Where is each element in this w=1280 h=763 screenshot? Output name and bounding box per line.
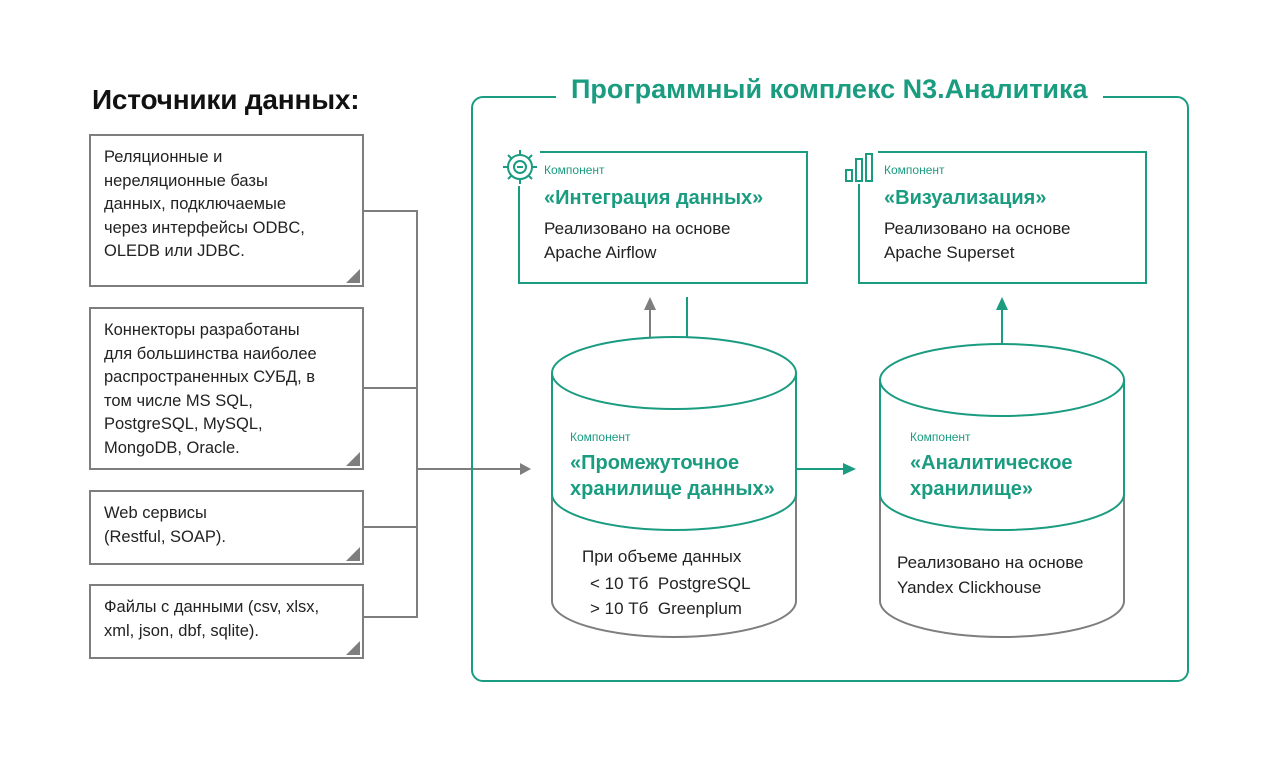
component-text: Реализовано на основе [884,219,1071,238]
component-text: Yandex Clickhouse [897,578,1042,597]
component-text: > 10 Тб Greenplum [590,599,742,618]
source-text-line: том числе MS SQL, [104,391,253,410]
component-label: Компонент [910,430,971,444]
staging-cylinder [551,336,797,638]
bar-chart-icon [842,150,878,184]
source-text-line: Коннекторы разработаны [104,321,300,339]
source-text-line: MongoDB, Oracle. [104,438,240,457]
arrowhead [520,463,531,475]
gear-icon [500,148,540,186]
complex-title: Программный комплекс N3.Аналитика [556,74,1103,105]
component-label: Компонент [544,163,605,177]
source-text-line: распространенных СУБД, в [104,368,316,387]
source-text-line: (Restful, SOAP). [104,527,226,546]
source-box-web-services: Web сервисы (Restful, SOAP). [89,490,364,565]
component-text: Apache Superset [884,243,1015,262]
source-text-line: Реляционные и [104,148,223,166]
component-title: «Визуализация» [884,187,1047,209]
corner-fold [346,547,360,561]
component-label: Компонент [570,430,631,444]
component-title: хранилище данных» [570,478,775,500]
arrowhead [644,297,656,310]
source-box-files: Файлы с данными (csv, xlsx, xml, json, d… [89,584,364,659]
arrowhead [996,297,1008,310]
component-text: При объеме данных [582,547,742,566]
source-text-line: xml, json, dbf, sqlite). [104,621,259,640]
source-box-connectors: Коннекторы разработаны для большинства н… [89,307,364,470]
component-title: «Промежуточное [570,452,740,474]
source-text-line: нереляционные базы [104,171,268,190]
sources-title: Источники данных: [92,84,360,115]
corner-fold [346,452,360,466]
source-text-line: через интерфейсы ODBC, [104,218,305,237]
component-text: Реализовано на основе [897,553,1084,572]
source-box-databases: Реляционные и нереляционные базы данных,… [89,134,364,287]
corner-fold [346,641,360,655]
component-title: хранилище» [910,478,1033,500]
visualization-component: Компонент «Визуализация» Реализовано на … [858,151,1147,284]
integration-component: Компонент «Интеграция данных» Реализован… [518,151,808,284]
component-title: «Интеграция данных» [544,187,764,209]
source-text-line: Web сервисы [104,504,207,522]
component-label: Компонент [884,163,945,177]
component-text: < 10 Тб PostgreSQL [590,574,751,593]
arrowhead [843,463,856,475]
source-text-line: Файлы с данными (csv, xlsx, [104,598,320,616]
component-title: «Аналитическое [910,452,1073,474]
component-text: Реализовано на основе [544,219,731,238]
source-text-line: данных, подключаемые [104,195,287,214]
analytics-cylinder [879,343,1125,638]
component-text: Apache Airflow [544,243,657,262]
corner-fold [346,269,360,283]
source-text-line: OLEDB или JDBC. [104,242,245,261]
source-text-line: для большинства наиболее [104,344,317,363]
source-text-line: PostgreSQL, MySQL, [104,415,263,434]
